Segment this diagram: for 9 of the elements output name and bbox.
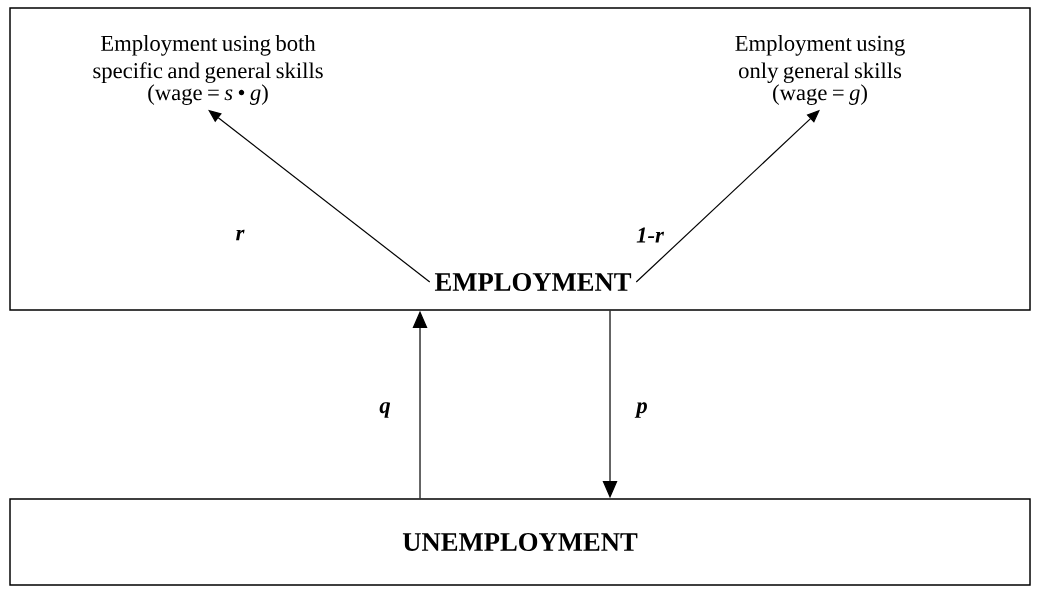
- outcome-text: Employment using only general skills (wage = g): [735, 35, 905, 105]
- edge-label: q: [378, 400, 392, 420]
- edge-label: 1-r: [634, 226, 666, 244]
- outcome-text: Employment using both specific and general skills (wage = s • g): [93, 35, 323, 105]
- edge-label: p: [634, 400, 649, 420]
- state-box: [9, 7, 1031, 311]
- state-box: UNEMPLOYMENT: [9, 498, 1031, 586]
- state-label: EMPLOYMENT: [434, 273, 632, 291]
- edge-label: r: [234, 228, 246, 242]
